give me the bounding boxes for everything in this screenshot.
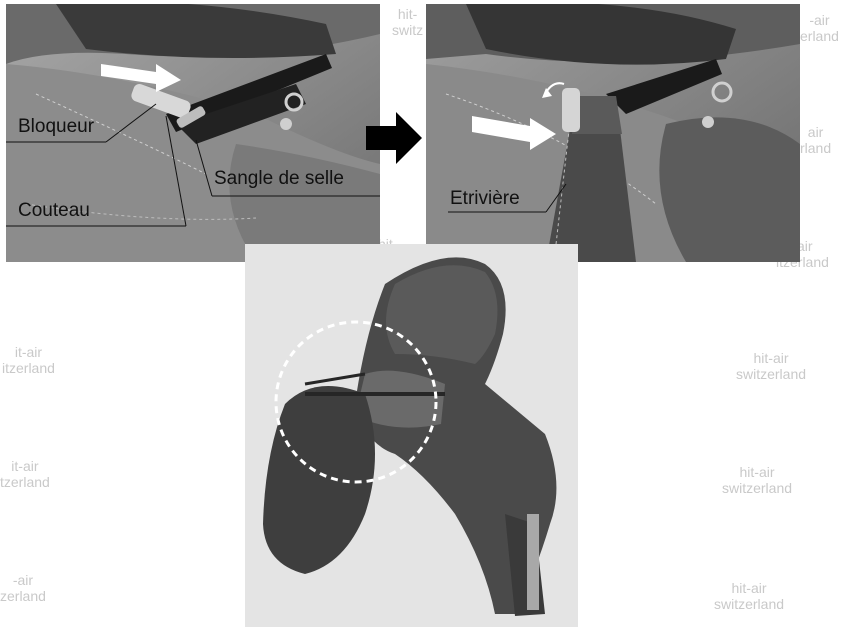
photo-stirrup-leather-installed-drawing	[426, 4, 800, 262]
photo-saddle	[245, 244, 578, 627]
watermark: hit- switz	[392, 6, 423, 38]
watermark-line: zerland	[0, 588, 46, 604]
watermark: -air erland	[800, 12, 839, 44]
watermark-line: itzerland	[2, 360, 55, 376]
watermark: hit-air switzerland	[722, 464, 792, 496]
watermark-line: hit-air	[736, 350, 806, 366]
watermark-line: it-air	[0, 458, 50, 474]
watermark-line: rland	[800, 140, 831, 156]
watermark-line: hit-	[392, 6, 423, 22]
watermark-line: switzerland	[736, 366, 806, 382]
watermark-line: -air	[800, 12, 839, 28]
label-etriviere: Etrivière	[450, 188, 520, 210]
watermark: -air zerland	[0, 572, 46, 604]
watermark: hit-air switzerland	[714, 580, 784, 612]
watermark-line: erland	[800, 28, 839, 44]
watermark-line: hit-air	[714, 580, 784, 596]
label-sangle-de-selle: Sangle de selle	[214, 168, 344, 190]
label-bloqueur: Bloqueur	[18, 116, 94, 138]
watermark-line: it-air	[2, 344, 55, 360]
watermark: hit-air switzerland	[736, 350, 806, 382]
label-couteau: Couteau	[18, 200, 90, 222]
watermark-line: switzerland	[722, 480, 792, 496]
arrow-right-icon	[366, 112, 422, 164]
watermark-line: hit-air	[722, 464, 792, 480]
watermark-line: switzerland	[714, 596, 784, 612]
watermark-line: tzerland	[0, 474, 50, 490]
watermark: air rland	[800, 124, 831, 156]
photo-saddle-drawing	[245, 244, 578, 627]
photo-stirrup-bar-closeup: Bloqueur Couteau Sangle de selle	[6, 4, 380, 262]
watermark-line: air	[800, 124, 831, 140]
watermark: it-air tzerland	[0, 458, 50, 490]
watermark-line: -air	[0, 572, 46, 588]
watermark-line: switz	[392, 22, 423, 38]
photo-stirrup-leather-installed: Etrivière	[426, 4, 800, 262]
watermark: it-air itzerland	[2, 344, 55, 376]
